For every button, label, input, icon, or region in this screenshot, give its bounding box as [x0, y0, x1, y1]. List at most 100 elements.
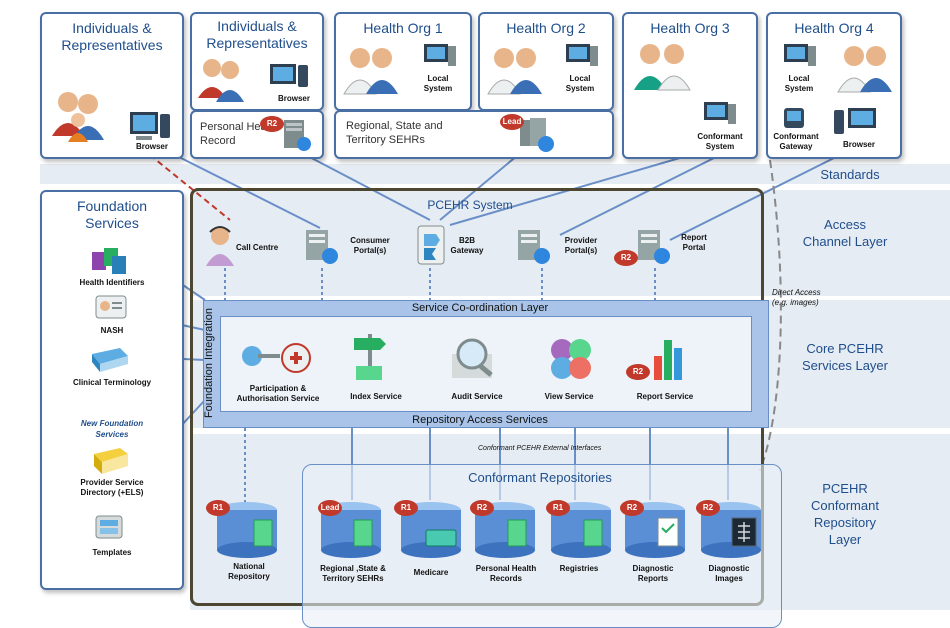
- core-layer-label: Core PCEHR Services Layer: [802, 341, 888, 373]
- computer-icon: [784, 44, 816, 66]
- computer-icon: [424, 44, 456, 66]
- index-service-label: Index Service: [350, 392, 402, 401]
- server-icon: [518, 230, 550, 264]
- browser-computer-icon: [130, 112, 170, 140]
- index-signpost-icon: [354, 334, 386, 380]
- regional-label: Regional, State and Territory SEHRs: [346, 120, 443, 146]
- nash-label: NASH: [100, 326, 124, 335]
- report-portal-label: Report Portal: [681, 233, 707, 252]
- server-icon: [306, 230, 338, 264]
- health-org1-title: Health Org 1: [363, 20, 443, 36]
- local-system-label: Local System: [784, 74, 814, 93]
- health-org3-box: Health Org 3 Conformant System: [622, 12, 758, 159]
- registries-label: Registries: [559, 564, 599, 573]
- r2-badge: R2: [470, 500, 494, 516]
- consumer-portal-label: Consumer Portal(s): [350, 236, 390, 255]
- personal-health-records-label: Personal Health Records: [475, 564, 537, 583]
- national-repository-label: National Repository: [228, 562, 270, 581]
- health-org2-box: Health Org 2 Local System: [478, 12, 614, 111]
- people-icon: [52, 92, 104, 142]
- browser-computer-icon: [270, 64, 308, 87]
- conformant-system-label: Conformant System: [697, 132, 743, 151]
- repo-layer-label: PCEHR Conformant Repository Layer: [811, 481, 879, 547]
- phr-label: Personal Health Record: [200, 121, 279, 147]
- individuals-mid-title: Individuals & Representatives: [206, 18, 308, 51]
- people-icon: [198, 59, 244, 102]
- r2-badge: R2: [614, 250, 638, 266]
- individuals-left-box: Individuals & Representatives Browser: [40, 12, 184, 159]
- regional-box: Regional, State and Territory SEHRs Lead: [334, 110, 614, 159]
- browser-label: Browser: [135, 142, 168, 151]
- coord-layer-label: Service Co-ordination Layer: [411, 302, 549, 314]
- local-system-label: Local System: [423, 74, 453, 93]
- provider-portal-label: Provider Portal(s): [564, 236, 598, 255]
- gateway-icon: [417, 225, 445, 265]
- server-icon: [520, 118, 554, 152]
- view-circles-icon: [551, 339, 591, 379]
- foundation-title: Foundation Services: [76, 198, 148, 231]
- clinicians-icon: [487, 48, 542, 95]
- health-org1-box: Health Org 1 Local System: [334, 12, 472, 111]
- report-service-label: Report Service: [636, 392, 694, 401]
- call-centre-icon: [206, 226, 234, 266]
- external-interfaces-label: Conformant PCEHR External Interfaces: [478, 445, 602, 452]
- b2b-gateway-label: B2B Gateway: [450, 236, 484, 255]
- server-icon: [284, 120, 311, 151]
- call-centre-label: Call Centre: [236, 243, 279, 252]
- new-foundation-label: New Foundation Services: [80, 419, 144, 439]
- book-icon: [92, 348, 128, 372]
- direct-access-label: Direct Access (e.g. images): [772, 288, 821, 307]
- audit-service-label: Audit Service: [451, 392, 503, 401]
- r1-badge: R1: [394, 500, 418, 516]
- clinical-terminology-label: Clinical Terminology: [72, 378, 152, 387]
- clinicians-icon: [837, 46, 892, 93]
- audit-magnifier-icon: [452, 338, 493, 378]
- phr-box: Personal Health Record R2: [190, 110, 324, 159]
- local-system-label: Local System: [565, 74, 595, 93]
- nash-card-icon: [95, 295, 127, 319]
- foundation-integration-label: Foundation Integration: [203, 307, 215, 419]
- repository-icon: [551, 502, 611, 558]
- computer-icon: [566, 44, 598, 66]
- repository-icon: [625, 502, 685, 558]
- r2-badge: R2: [260, 116, 284, 132]
- individuals-mid-box: Individuals & Representatives Browser: [190, 12, 324, 111]
- health-org3-title: Health Org 3: [650, 20, 730, 36]
- participation-service-label: Participation & Authorisation Service: [236, 384, 320, 403]
- r1-badge: R1: [206, 500, 230, 516]
- diagnostic-reports-label: Diagnostic Reports: [632, 564, 674, 583]
- repository-icon: [401, 502, 461, 558]
- computer-icon: [704, 102, 736, 124]
- clinicians-icon: [634, 44, 691, 91]
- repo-access-label: Repository Access Services: [412, 414, 548, 426]
- view-service-label: View Service: [544, 392, 594, 401]
- national-repository-icon: [217, 502, 277, 558]
- conformant-repositories-title: Conformant Repositories: [468, 470, 612, 485]
- standards-label: Standards: [820, 167, 880, 182]
- medicare-label: Medicare: [413, 568, 449, 577]
- health-org4-box: Health Org 4 Local System Conformant Gat…: [766, 12, 902, 159]
- keys-icon: [242, 343, 311, 373]
- directory-icon: [94, 448, 128, 474]
- health-org4-title: Health Org 4: [794, 20, 874, 36]
- r2-badge: R2: [620, 500, 644, 516]
- r2-badge: R2: [696, 500, 720, 516]
- browser-computer-icon: [834, 108, 876, 134]
- repository-icon: [701, 502, 761, 558]
- server-icon: [638, 230, 670, 264]
- report-chart-icon: [654, 340, 682, 380]
- clinicians-icon: [343, 48, 398, 95]
- foundation-services-box: Foundation Services Health Identifiers N…: [40, 190, 184, 590]
- access-layer-label: Access Channel Layer: [802, 217, 888, 249]
- r2-badge: R2: [626, 364, 650, 380]
- conformant-gateway-label: Conformant Gateway: [773, 132, 819, 151]
- health-identifiers-label: Health Identifiers: [79, 278, 145, 287]
- templates-label: Templates: [92, 548, 132, 557]
- browser-label: Browser: [842, 140, 875, 149]
- health-identifiers-icon: [92, 248, 126, 274]
- individuals-left-title: Individuals & Representatives: [61, 20, 163, 53]
- browser-label: Browser: [277, 94, 310, 103]
- lead-badge: Lead: [318, 500, 342, 516]
- pcehr-system-title: PCEHR System: [427, 198, 513, 212]
- repository-icon: [475, 502, 535, 558]
